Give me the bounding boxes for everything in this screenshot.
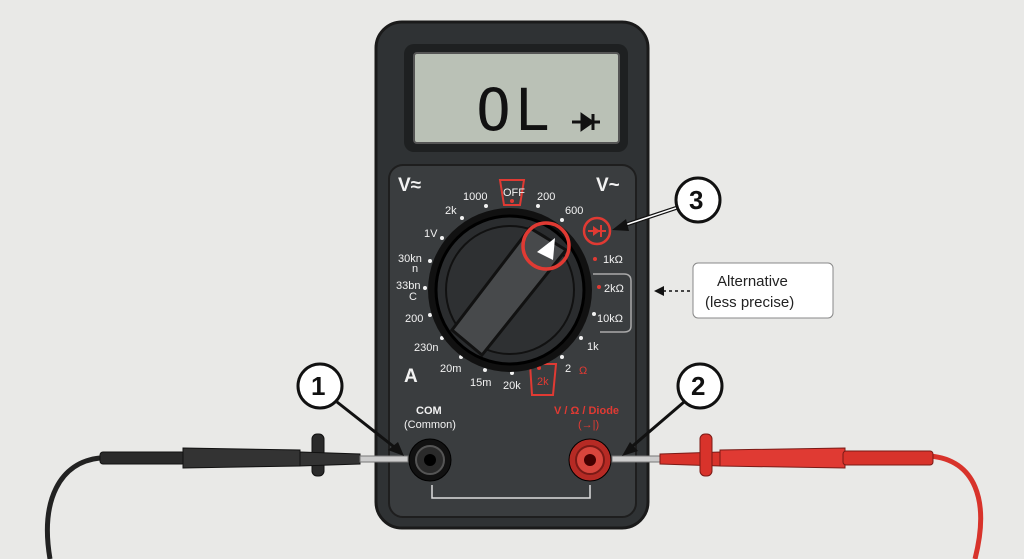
v-jack-sublabel: (→|) xyxy=(578,419,599,431)
note-line1: Alternative xyxy=(717,273,788,290)
red-probe[interactable] xyxy=(611,433,934,477)
dial-label: 20k xyxy=(503,380,521,392)
lcd-reading: OL xyxy=(476,76,554,144)
dial-label: 2k xyxy=(537,376,549,388)
note-line2: (less precise) xyxy=(705,294,794,311)
svg-text:3: 3 xyxy=(689,185,703,215)
dial-dots xyxy=(423,204,596,375)
dial-label: 1V xyxy=(424,228,438,240)
lcd-display xyxy=(413,52,620,144)
black-lead-wire xyxy=(44,455,101,559)
dial-label: 600 xyxy=(565,205,583,217)
dial-label: 200 xyxy=(405,313,423,325)
v-ohm-diode-jack[interactable] xyxy=(568,438,612,482)
dial-label: n xyxy=(412,263,418,275)
jack-bracket xyxy=(431,485,591,499)
ohm-range-bracket xyxy=(593,273,632,333)
svg-text:1: 1 xyxy=(311,371,325,401)
dial-label: 30kn xyxy=(398,253,422,265)
dial-label: 15m xyxy=(470,377,491,389)
dial-label: 2 xyxy=(565,363,571,375)
dial-label: 1kΩ xyxy=(603,254,623,266)
svg-text:2: 2 xyxy=(691,371,705,401)
callout-2: 2 xyxy=(622,362,724,456)
dial-label: 20m xyxy=(440,363,461,375)
dial-label: OFF xyxy=(503,187,525,199)
dial-label: 2kΩ xyxy=(604,283,624,295)
alternative-note: Alternative (less precise) xyxy=(654,262,834,319)
dial-label: C xyxy=(409,291,417,303)
2k-highlight xyxy=(528,363,558,396)
diode-setting-icon xyxy=(582,216,612,246)
dial-label: 230n xyxy=(414,342,438,354)
rotary-selector-knob[interactable] xyxy=(428,208,592,372)
v-dc-label: V≈ xyxy=(398,175,422,196)
pointer-highlight-circle xyxy=(521,221,571,271)
black-probe[interactable] xyxy=(99,433,409,477)
callout-1: 1 xyxy=(296,362,404,456)
diode-icon xyxy=(572,112,600,132)
dial-label: 33bn xyxy=(396,280,420,292)
red-lead-wire xyxy=(929,453,984,559)
com-jack[interactable] xyxy=(408,438,452,482)
dial-label: 10kΩ xyxy=(597,313,623,325)
dial-label: 1000 xyxy=(463,191,487,203)
dial-labels: 1000 OFF 200 2k 600 1V 30kn n 33bn C 200… xyxy=(396,187,624,392)
amps-label: A xyxy=(404,366,418,387)
com-jack-sublabel: (Common) xyxy=(404,419,456,431)
dial-label: Ω xyxy=(579,365,587,377)
v-ac-label: V~ xyxy=(596,175,620,196)
dial-label: 2k xyxy=(445,205,457,217)
off-highlight xyxy=(498,179,526,206)
v-jack-label: V / Ω / Diode xyxy=(554,405,619,417)
com-jack-label: COM xyxy=(416,405,442,417)
knob-pointer-icon xyxy=(537,238,555,260)
dial-label: 1k xyxy=(587,341,599,353)
callout-3: 3 xyxy=(612,176,722,231)
dial-label: 200 xyxy=(537,191,555,203)
